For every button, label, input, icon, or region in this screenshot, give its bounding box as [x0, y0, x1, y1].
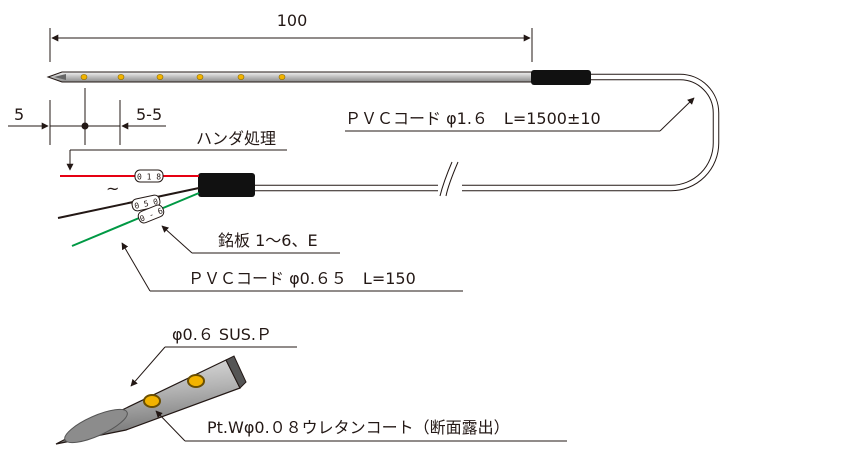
tube-label: φ0.６ SUS.Ｐ	[172, 325, 272, 344]
leader-tube: φ0.６ SUS.Ｐ	[130, 325, 297, 387]
length-dimension: 100	[49, 11, 533, 62]
tag-red: 0 1 8	[134, 169, 164, 183]
sensor-dot	[156, 74, 164, 80]
leader-wire: Pt.Wφ0.０８ウレタンコート（断面露出）	[155, 410, 567, 442]
needle-connector	[531, 70, 591, 85]
wire-label: Pt.Wφ0.０８ウレタンコート（断面露出）	[207, 418, 510, 437]
sensor-dot-large	[187, 374, 205, 388]
sensor-dot	[237, 74, 245, 80]
tip-dimension: 5 5-5	[8, 88, 166, 145]
leader-lead-cord: ＰＶＣコード φ0.６５ L=150	[121, 242, 463, 292]
lead-wires	[57, 175, 200, 247]
sensor-dot	[196, 74, 204, 80]
sensor-dot	[117, 74, 125, 80]
sensor-dot	[80, 74, 88, 80]
solder-label: ハンダ処理	[196, 129, 276, 148]
tilde-mark: ~	[106, 179, 119, 198]
lead-connector	[198, 173, 255, 197]
nameplate-label: 銘板 1～6、E	[218, 231, 318, 250]
sensor-dot-large	[143, 394, 161, 408]
leader-nameplate: 銘板 1～6、E	[161, 225, 340, 254]
sensor-dot	[278, 74, 286, 80]
tag-red-text: 0 1 8	[137, 173, 161, 182]
main-cord-label: ＰＶＣコード φ1.６ L=1500±10	[345, 109, 601, 128]
tip-right-value: 5-5	[136, 105, 162, 124]
tip-left-value: 5	[14, 105, 24, 124]
leader-solder: ハンダ処理	[66, 129, 287, 171]
leader-main-cord: ＰＶＣコード φ1.６ L=1500±10	[345, 97, 695, 132]
sensor-dots	[80, 74, 286, 80]
length-value: 100	[277, 11, 308, 30]
lead-cord-label: ＰＶＣコード φ0.６５ L=150	[188, 269, 416, 288]
main-cord	[254, 73, 720, 197]
tip-detail	[55, 355, 247, 445]
